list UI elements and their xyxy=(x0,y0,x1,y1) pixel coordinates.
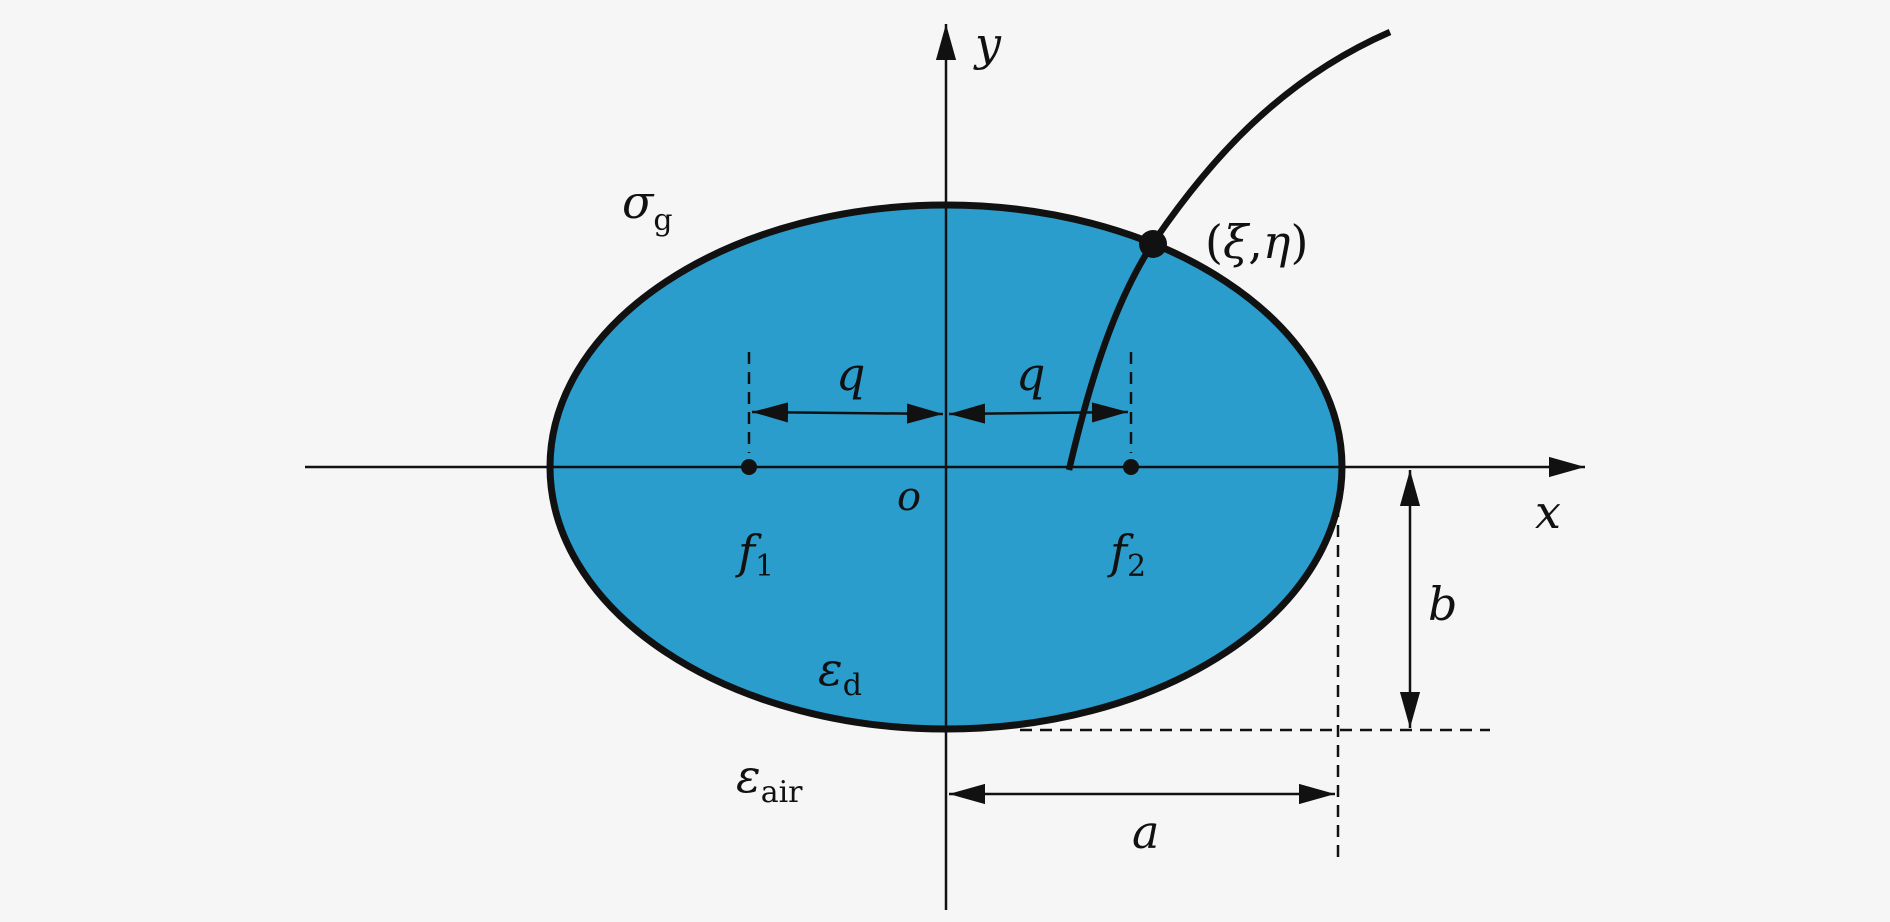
q-left-label: q xyxy=(836,347,865,401)
q-left-dimension-arrow xyxy=(751,402,944,424)
epsilon-air-subscript: air xyxy=(761,775,803,810)
y-axis-label: y xyxy=(973,17,1002,71)
q-right-label: q xyxy=(1016,347,1045,401)
epsilon-d-label: εd xyxy=(818,642,862,703)
origin-label: o xyxy=(897,474,921,520)
epsilon-d-symbol: ε xyxy=(818,642,843,696)
epsilon-air-symbol: ε xyxy=(736,749,761,803)
f2-subscript: 2 xyxy=(1127,549,1146,584)
point-eta: η xyxy=(1263,215,1291,269)
focus-1-point xyxy=(741,459,757,475)
sigma-subscript: g xyxy=(653,203,672,238)
epsilon-d-subscript: d xyxy=(843,668,862,703)
a-dimension-label: a xyxy=(1132,805,1159,859)
sigma-symbol: σ xyxy=(622,175,655,229)
point-xi: ξ xyxy=(1223,215,1251,269)
epsilon-air-label: εair xyxy=(736,749,803,810)
point-paren-open: ( xyxy=(1205,215,1223,269)
point-xi-eta-label: (ξ,η) xyxy=(1205,215,1308,269)
b-dimension-label: b xyxy=(1428,577,1457,631)
focus-2-point xyxy=(1123,459,1139,475)
q-right-dimension-arrow xyxy=(948,402,1129,424)
point-paren-close: ) xyxy=(1290,215,1308,269)
focus-2-label: f2 xyxy=(1107,525,1146,584)
x-axis-label: x xyxy=(1535,485,1561,539)
intersection-point xyxy=(1139,230,1167,258)
f1-subscript: 1 xyxy=(755,549,774,584)
sigma-g-label: σg xyxy=(622,175,673,238)
point-comma: , xyxy=(1248,215,1263,269)
